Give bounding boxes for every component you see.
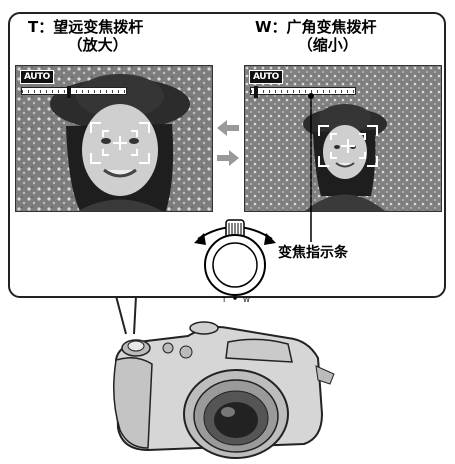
zoom-lever-dial: T W bbox=[194, 219, 276, 304]
zoom-indicator-label: 变焦指示条 bbox=[278, 245, 348, 261]
wide-auto-badge: AUTO bbox=[249, 70, 283, 84]
wide-heading: W：广角变焦拨杆 bbox=[255, 18, 377, 36]
transition-arrows bbox=[217, 120, 239, 166]
wide-focus-frame-icon bbox=[318, 125, 378, 167]
right-arrow-icon bbox=[217, 150, 239, 166]
wide-subheading: （缩小） bbox=[297, 36, 358, 54]
tele-zoom-marker bbox=[67, 86, 71, 98]
rotate-right-arrow-icon bbox=[264, 233, 276, 245]
tele-zoom-bar bbox=[21, 86, 127, 98]
callout-pointer bbox=[115, 296, 137, 335]
wide-preview-photo: AUTO bbox=[244, 65, 442, 212]
zoom-indicator-leader-line bbox=[308, 93, 314, 242]
left-arrow-icon bbox=[217, 120, 239, 136]
wide-title: W：广角变焦拨杆 （缩小） bbox=[255, 18, 377, 54]
camera-illustration bbox=[113, 321, 335, 459]
lever-wide-mark: W bbox=[243, 296, 250, 304]
tele-preview-photo: AUTO bbox=[15, 65, 213, 212]
wide-zoom-bar bbox=[250, 86, 356, 98]
mode-dial-icon bbox=[189, 321, 219, 335]
lever-tele-mark: T bbox=[221, 296, 227, 304]
tele-focus-frame-icon bbox=[90, 122, 150, 164]
tele-subheading: （放大） bbox=[67, 36, 128, 54]
rotate-left-arrow-icon bbox=[194, 233, 206, 245]
tele-auto-badge: AUTO bbox=[20, 70, 54, 84]
tele-heading: T：望远变焦拨杆 bbox=[28, 18, 144, 36]
tele-title: T：望远变焦拨杆 （放大） bbox=[28, 18, 143, 54]
wide-zoom-marker bbox=[254, 86, 258, 98]
